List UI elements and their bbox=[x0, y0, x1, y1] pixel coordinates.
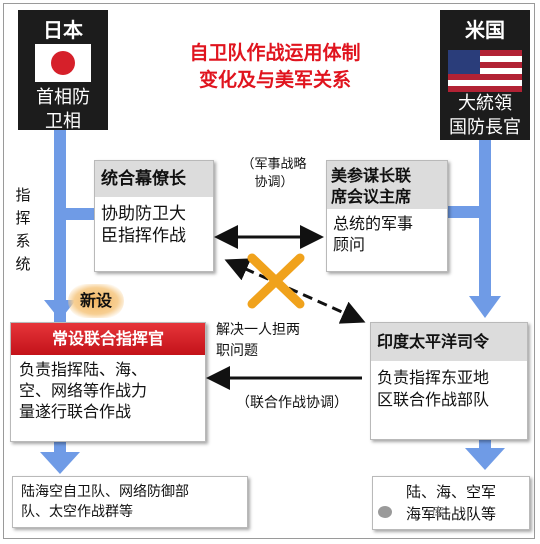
watermark-text: 库 bbox=[431, 505, 444, 519]
permanent-joint-commander-title: 常设联合指挥官 bbox=[11, 323, 205, 355]
joint-staff-chief-box: 统合幕僚长 协助防卫大 臣指挥作战 bbox=[94, 160, 214, 272]
title-line-1: 自卫队作战运用体制 bbox=[189, 42, 361, 64]
dual-role-dashed-arrow bbox=[224, 258, 366, 324]
diagram-title: 自卫队作战运用体制 变化及与美军关系 bbox=[150, 40, 400, 94]
chain-of-command-label: 指 挥 系 统 bbox=[15, 186, 31, 273]
resolve-dual-role-note: 解决一人担两 职问题 bbox=[216, 322, 300, 359]
military-strategy-note: （军事战略 协调） bbox=[241, 157, 307, 190]
joint-staff-chief-title: 统合幕僚长 bbox=[95, 161, 213, 197]
right-to-chairman-line bbox=[446, 206, 486, 218]
us-forces-line-2: 海军陆战队等 bbox=[405, 505, 496, 523]
watermark-icon bbox=[378, 505, 392, 518]
chairman-desc-2: 顾问 bbox=[333, 235, 366, 254]
japan-role-line-2: 卫相 bbox=[45, 111, 81, 132]
indopacom-desc-1: 负责指挥东亚地 bbox=[377, 368, 490, 387]
chairman-title-2: 席会议主席 bbox=[331, 187, 412, 206]
us-joint-chiefs-chairman-box: 美参谋长联 席会议主席 总统的军事 顾问 bbox=[326, 160, 448, 272]
us-forces-line-1: 陆、海、空军 bbox=[405, 483, 496, 501]
us-role-line-1: 大統領 bbox=[458, 93, 512, 114]
chairman-desc-1: 总统的军事 bbox=[333, 214, 414, 233]
joint-staff-chief-desc-1: 协助防卫大 bbox=[101, 204, 186, 224]
indo-pacific-command-box: 印度太平洋司令 负责指挥东亚地 区联合作战部队 bbox=[370, 322, 528, 440]
commander-desc-1: 负责指挥陆、海、 bbox=[19, 360, 148, 379]
right-down-arrowhead bbox=[465, 448, 505, 470]
indopacom-desc-2: 区联合作战部队 bbox=[377, 390, 490, 409]
japan-leader-box: 日本 首相防 卫相 bbox=[18, 10, 108, 132]
left-down-arrowhead bbox=[40, 452, 80, 474]
us-forces-box: 陆、海、空军 海军陆战队等 bbox=[372, 476, 530, 530]
cancel-x-icon bbox=[247, 253, 305, 309]
japan-forces-line-2: 队、太空作战群等 bbox=[21, 504, 133, 520]
japan-forces-line-1: 陆海空自卫队、网络防御部 bbox=[21, 484, 189, 500]
us-flag-icon bbox=[448, 50, 522, 92]
chairman-title-1: 美参谋长联 bbox=[331, 166, 412, 185]
joint-ops-coordination-note: （联合作战协调） bbox=[236, 395, 348, 411]
diagram-frame bbox=[3, 3, 535, 539]
japan-country-label: 日本 bbox=[43, 18, 83, 42]
japan-forces-box: 陆海空自卫队、网络防御部 队、太空作战群等 bbox=[12, 476, 248, 528]
japan-role-line-1: 首相防 bbox=[36, 87, 90, 108]
permanent-joint-commander-box: 常设联合指挥官 负责指挥陆、海、 空、网络等作战力 量遂行联合作战 bbox=[10, 322, 206, 442]
joint-staff-chief-desc-2: 臣指挥作战 bbox=[101, 226, 186, 246]
watermark-logo: 库 bbox=[378, 503, 458, 523]
new-badge: 新设 bbox=[68, 284, 124, 318]
commander-desc-3: 量遂行联合作战 bbox=[19, 402, 132, 421]
right-to-indopacom-arrowhead bbox=[469, 296, 501, 318]
indo-pacific-command-title: 印度太平洋司令 bbox=[371, 323, 527, 361]
title-line-2: 变化及与美军关系 bbox=[198, 69, 351, 91]
right-vertical-line bbox=[479, 140, 491, 300]
left-vertical-line bbox=[54, 130, 66, 326]
us-country-label: 米国 bbox=[465, 18, 505, 42]
us-leader-box: 米国 大統領 国防長官 bbox=[440, 10, 530, 140]
commander-desc-2: 空、网络等作战力 bbox=[19, 381, 148, 400]
us-role-line-2: 国防長官 bbox=[449, 117, 521, 138]
left-to-staff-line bbox=[54, 208, 96, 220]
japan-flag-icon bbox=[35, 44, 91, 82]
